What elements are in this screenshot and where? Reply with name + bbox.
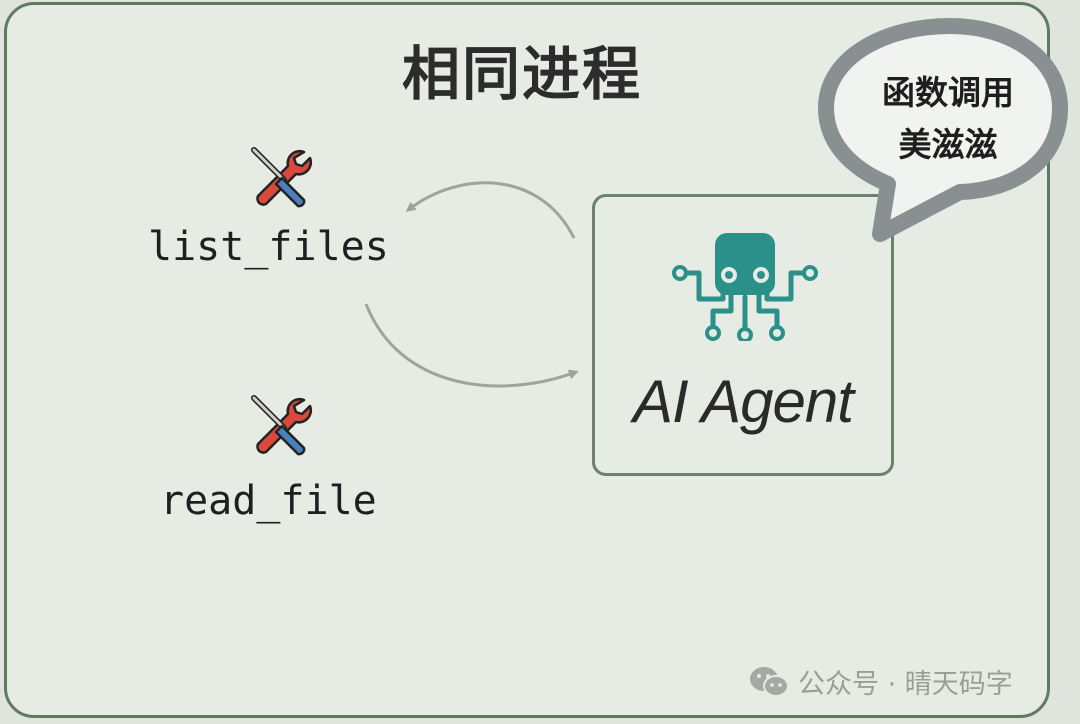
agent-box: AI Agent	[592, 194, 894, 476]
agent-label: AI Agent	[633, 368, 854, 435]
tools-icon	[251, 147, 313, 208]
arrow-list-files-to-agent	[364, 303, 579, 388]
process-title: 相同进程	[401, 40, 642, 108]
tools-icon	[251, 395, 313, 456]
tool-list-files: list_files	[148, 224, 389, 270]
watermark-text: 公众号 · 晴天码字	[798, 669, 1013, 700]
wechat-icon	[750, 666, 789, 697]
watermark: 公众号 · 晴天码字	[748, 662, 1013, 701]
bubble-line-1: 函数调用	[882, 73, 1014, 112]
bubble-line-2: 美滋滋	[898, 125, 998, 164]
arrow-agent-to-list-files	[405, 181, 576, 239]
tool-read-file: read_file	[160, 478, 377, 524]
octopus-agent-icon	[672, 233, 818, 341]
